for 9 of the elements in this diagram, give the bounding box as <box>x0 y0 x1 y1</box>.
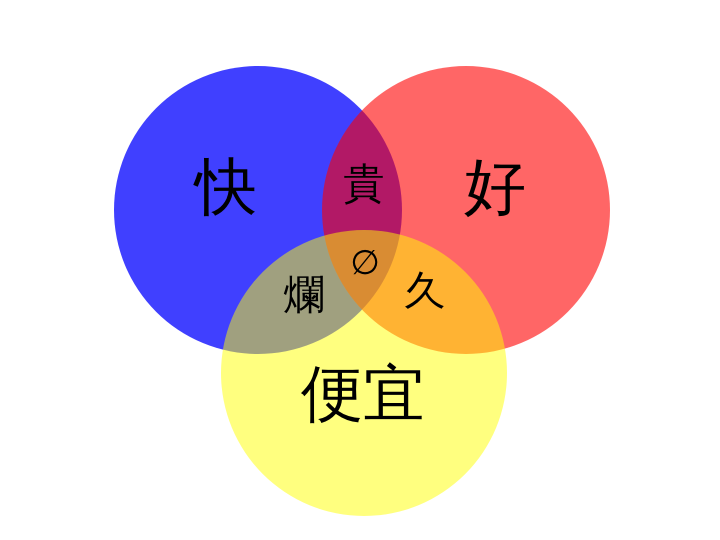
region-label: ∅ <box>350 246 380 280</box>
venn-circle <box>221 230 507 516</box>
region-label: 貴 <box>344 164 384 204</box>
venn-circle <box>114 66 402 354</box>
set-label: 好 <box>464 156 526 218</box>
set-label: 便宜 <box>301 363 425 425</box>
region-label: 久 <box>404 270 446 312</box>
region-label: 爛 <box>284 274 324 316</box>
set-label: 快 <box>195 156 257 218</box>
